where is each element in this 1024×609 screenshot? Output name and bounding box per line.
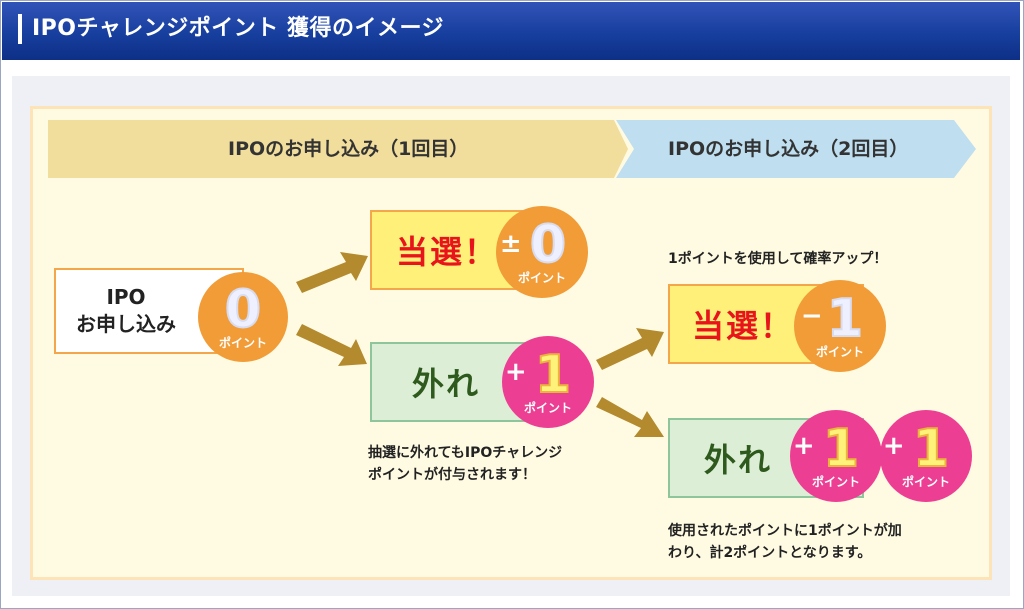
first-lose-badge-unit: ポイント [523,400,572,415]
second-lose-point-badge-2: + 1 ポイント [880,410,972,502]
first-lose-badge-value: 1 [534,344,572,405]
start-label-ipo: IPO [106,285,146,309]
second-lose-note-line2: わり、計2ポイントとなります。 [668,545,872,561]
second-win-point-badge: − 1 ポイント [794,280,886,372]
header-accent-bar [18,14,22,44]
second-lose-label: 外れ [704,441,773,479]
first-lose-note-line2: ポイントが付与されます！ [368,467,536,483]
second-lose-note-line1: 使用されたポイントに1ポイントが加 [668,523,902,539]
second-lose-badge2-unit: ポイント [901,474,950,489]
step-label-second: IPOのお申し込み（2回目） [668,138,909,160]
second-lose-badge1-sign: + [792,430,815,461]
first-lose-label: 外れ [412,365,481,403]
second-win-badge-sign: − [800,300,823,331]
first-win-badge-sign: ± [499,228,522,259]
section-header: IPOチャレンジポイント 獲得のイメージ [2,2,1020,60]
second-lose-badge1-value: 1 [822,418,860,479]
first-win-badge-unit: ポイント [517,270,566,285]
step-banner-first: IPOのお申し込み（1回目） [48,120,628,178]
second-lose-badge2-sign: + [882,430,905,461]
first-lose-point-badge: + 1 ポイント [502,336,594,428]
second-win-badge-unit: ポイント [815,344,864,359]
second-lose-badge1-unit: ポイント [811,474,860,489]
step-label-first: IPOのお申し込み（1回目） [228,138,469,160]
first-lose-note: 抽選に外れてもIPOチャレンジ ポイントが付与されます！ [368,442,562,486]
second-win-label: 当選！ [692,307,795,345]
first-win-label: 当選！ [396,233,499,271]
second-lose-badge2-value: 1 [912,418,950,479]
first-lose-badge-sign: + [504,356,527,387]
start-badge-unit: ポイント [218,335,267,350]
start-point-badge: 0 ポイント [198,272,288,362]
second-lose-point-badge-1: + 1 ポイント [790,410,882,502]
first-lose-note-line1: 抽選に外れてもIPOチャレンジ [368,445,563,461]
second-lose-note: 使用されたポイントに1ポイントが加 わり、計2ポイントとなります。 [668,520,902,564]
second-win-note: 1ポイントを使用して確率アップ！ [668,251,888,267]
second-win-badge-value: 1 [826,288,864,349]
first-win-badge-value: 0 [529,214,567,275]
start-label-apply: お申し込み [76,312,176,336]
page-title: IPOチャレンジポイント 獲得のイメージ [32,16,445,41]
first-win-point-badge: ± 0 ポイント [496,206,588,298]
start-badge-value: 0 [224,279,262,340]
step-banner-second: IPOのお申し込み（2回目） [616,120,976,178]
